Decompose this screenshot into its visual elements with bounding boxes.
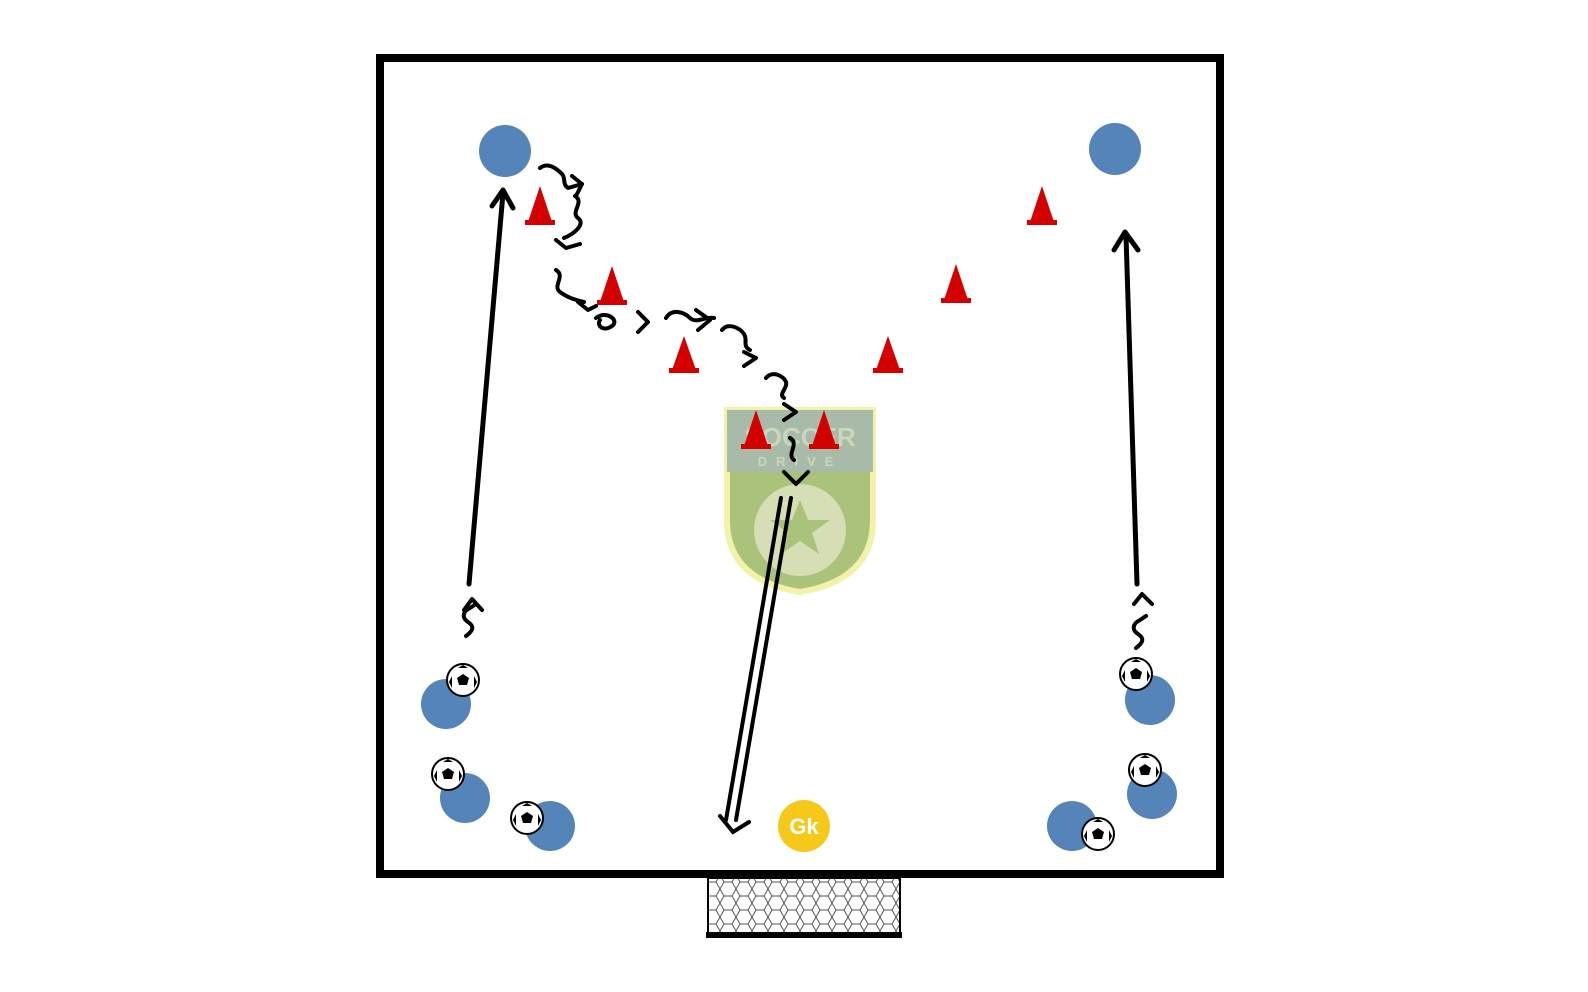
goal (706, 877, 902, 938)
dribble-right (1131, 614, 1148, 650)
shot-arrow (718, 496, 793, 835)
cone (669, 336, 699, 373)
ball-icon (1119, 657, 1153, 691)
cone (597, 266, 627, 305)
logo-subtitle: DRIVE (758, 454, 843, 469)
cone (525, 186, 555, 225)
goalkeeper: Gk (778, 800, 830, 852)
soccer-drive-logo: SOCCER DRIVE (724, 407, 876, 596)
ball-icon (431, 757, 465, 791)
cone (809, 410, 839, 449)
ball-icon (1081, 817, 1115, 851)
ball-icon (1128, 753, 1162, 787)
cones (525, 186, 1057, 449)
run-arrows (466, 187, 1141, 587)
ball-icon (510, 801, 544, 835)
dribble-weave (538, 163, 796, 462)
player (1089, 123, 1141, 175)
cone (1027, 186, 1057, 225)
cone (873, 336, 903, 373)
dribble-paths (461, 163, 1154, 650)
goalkeeper-label: Gk (789, 814, 819, 839)
field-boundary (376, 54, 1224, 878)
cone (741, 410, 771, 449)
cone (941, 264, 971, 303)
dribble-left (461, 602, 478, 638)
left-run-arrow (466, 190, 506, 587)
right-run-arrow (1123, 233, 1140, 587)
balls (431, 657, 1162, 851)
player (479, 125, 531, 177)
ball-icon (446, 663, 480, 697)
